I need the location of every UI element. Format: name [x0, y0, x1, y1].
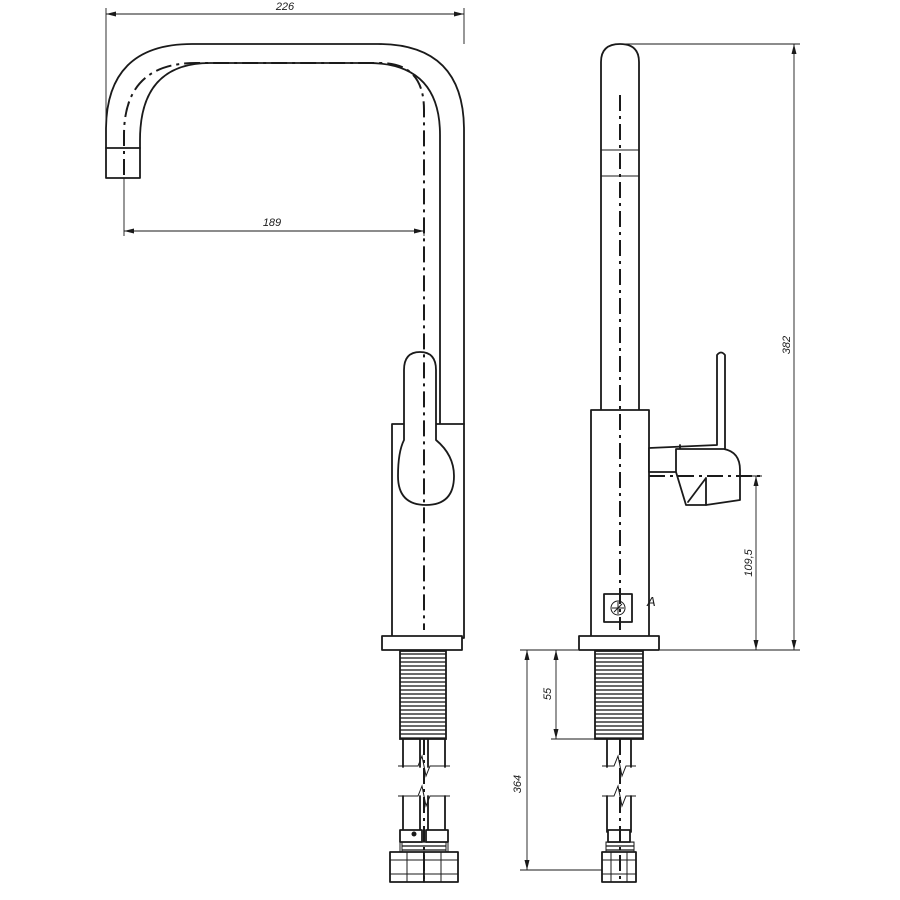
side-hose-break-upper [602, 754, 636, 778]
side-hose-break-lower [602, 784, 636, 808]
dim-55-lines [551, 649, 595, 740]
side-view: A [578, 43, 760, 883]
front-view [105, 43, 465, 883]
front-threaded-shank [399, 650, 447, 740]
detail-a-box [603, 593, 633, 623]
dim-226-label: 226 [275, 1, 295, 13]
front-nut-details [390, 842, 458, 882]
dim-55-label: 55 [542, 687, 554, 700]
front-hoses-lower [402, 795, 446, 833]
front-base-plate [381, 635, 463, 651]
side-lever-block-inner [687, 477, 707, 506]
front-hoses-upper [402, 738, 446, 768]
side-threaded-shank [594, 650, 644, 740]
dim-364-label: 364 [512, 775, 524, 793]
front-dimensions: 226 189 [105, 1, 465, 236]
front-fitting-dot [411, 831, 417, 837]
dim-109-label: 109,5 [743, 548, 755, 576]
dim-364-lines [520, 649, 602, 871]
detail-a-label: A [646, 594, 656, 609]
detail-a-screw-cross [612, 602, 624, 614]
dim-382-label: 382 [781, 336, 793, 354]
dim-109-lines [742, 475, 762, 650]
side-dimensions: 382 109,5 55 364 [512, 43, 800, 871]
front-lever [397, 351, 455, 506]
front-spout-tube [105, 43, 465, 425]
side-hose-lower [606, 795, 632, 833]
front-hose-break-lower [398, 784, 450, 808]
detail-a-screw [610, 600, 626, 616]
dim-189-label: 189 [263, 217, 281, 229]
side-hose-upper [606, 738, 632, 768]
front-hose-break-upper [398, 754, 450, 778]
dim-189-lines [123, 178, 425, 236]
dim-382-lines [622, 43, 800, 651]
front-fitting-right [425, 829, 449, 843]
front-fitting-left [399, 829, 423, 843]
side-base-plate [578, 635, 660, 651]
front-centerline-spout [123, 62, 425, 630]
